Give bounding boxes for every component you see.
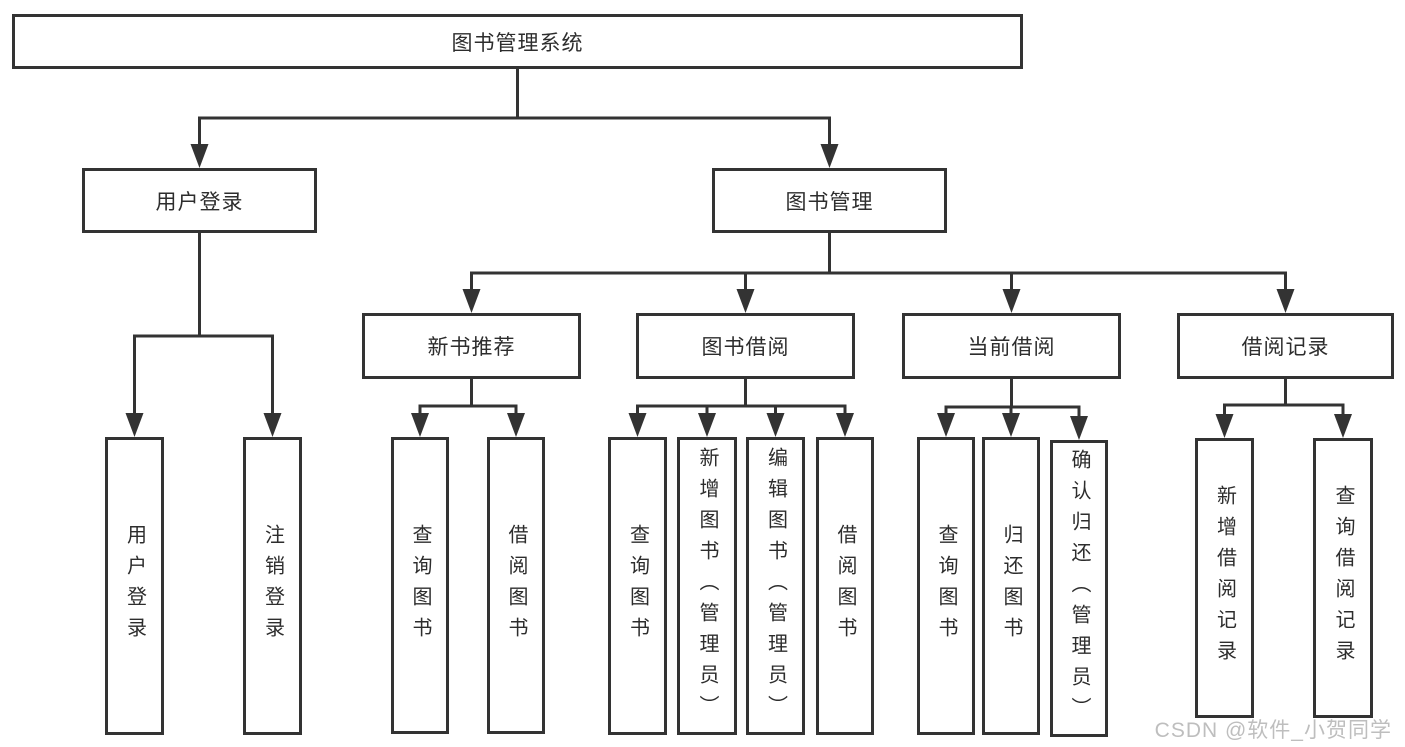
- leaf-user-login: 用户登录: [105, 437, 164, 735]
- connector-arrowhead: [1002, 413, 1020, 437]
- node-label: 新书推荐: [427, 336, 516, 359]
- node-current-borrowing: 当前借阅: [902, 313, 1121, 379]
- node-library-management-system: 图书管理系统: [12, 14, 1023, 69]
- leaf-query-borrow-record: 查询借阅记录: [1313, 438, 1373, 718]
- node-label: 新增图书（管理员）: [696, 446, 718, 726]
- connector-arrowhead: [698, 413, 716, 437]
- leaf-query-books: 查询图书: [917, 437, 975, 735]
- node-label: 编辑图书（管理员）: [764, 446, 787, 726]
- connector-arrowhead: [1334, 414, 1352, 438]
- node-book-management: 图书管理: [712, 168, 947, 233]
- node-label: 新增借阅记录: [1213, 485, 1236, 671]
- node-user-login: 用户登录: [82, 168, 317, 233]
- leaf-borrow-books: 借阅图书: [487, 437, 545, 734]
- connector-arrowhead: [411, 413, 429, 437]
- csdn-watermark: CSDN @软件_小贺同学: [1154, 719, 1392, 742]
- connector-arrowhead: [766, 413, 785, 437]
- connector-arrowhead: [1215, 414, 1234, 438]
- leaf-edit-books-admin: 编辑图书（管理员）: [746, 437, 805, 735]
- node-label: 借阅图书: [505, 523, 527, 648]
- node-label: 归还图书: [1000, 524, 1022, 648]
- node-label: 用户登录: [123, 524, 146, 648]
- node-book-borrowing: 图书借阅: [636, 313, 855, 379]
- leaf-confirm-return-admin: 确认归还（管理员）: [1050, 440, 1108, 737]
- connector-arrowhead: [1276, 289, 1295, 313]
- leaf-borrow-books: 借阅图书: [816, 437, 874, 735]
- node-label: 用户登录: [155, 190, 244, 214]
- connector-arrowhead: [736, 289, 755, 313]
- node-label: 图书管理系统: [451, 31, 584, 55]
- leaf-return-books: 归还图书: [982, 437, 1040, 735]
- node-borrow-records: 借阅记录: [1177, 313, 1394, 379]
- connector-arrowhead: [836, 413, 854, 437]
- leaf-query-books: 查询图书: [608, 437, 667, 735]
- node-new-book-recommend: 新书推荐: [362, 313, 581, 379]
- leaf-logout: 注销登录: [243, 437, 302, 735]
- connector-arrowhead: [1002, 289, 1021, 313]
- node-label: 查询图书: [935, 524, 957, 648]
- node-label: 注销登录: [261, 524, 284, 648]
- connector-arrowhead: [190, 144, 209, 168]
- leaf-add-books-admin: 新增图书（管理员）: [677, 437, 737, 735]
- node-label: 当前借阅: [967, 336, 1056, 359]
- connector-arrowhead: [263, 413, 282, 437]
- leaf-add-borrow-record: 新增借阅记录: [1195, 438, 1254, 718]
- connector-arrowhead: [937, 413, 955, 437]
- node-label: 图书借阅: [701, 336, 790, 359]
- connector-arrowhead: [628, 413, 647, 437]
- connector-arrowhead: [125, 413, 144, 437]
- node-label: 借阅图书: [834, 524, 856, 648]
- node-label: 查询借阅记录: [1332, 485, 1354, 671]
- node-label: 借阅记录: [1241, 336, 1330, 359]
- node-label: 确认归还（管理员）: [1068, 449, 1090, 728]
- node-label: 查询图书: [409, 523, 431, 648]
- leaf-query-books: 查询图书: [391, 437, 449, 734]
- node-label: 查询图书: [626, 524, 649, 648]
- node-label: 图书管理: [785, 190, 874, 214]
- connector-arrowhead: [820, 144, 839, 168]
- connector-arrowhead: [462, 289, 481, 313]
- connector-arrowhead: [507, 413, 525, 437]
- connector-arrowhead: [1070, 416, 1088, 440]
